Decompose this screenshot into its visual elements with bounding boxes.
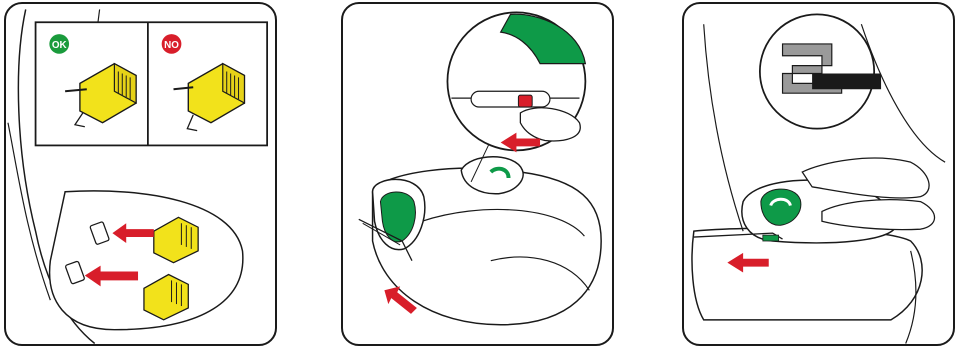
ok-badge: OK: [49, 34, 69, 54]
panel-release-latch: [341, 2, 614, 346]
no-badge-label: NO: [164, 40, 179, 51]
panel-2-illustration: [343, 4, 612, 344]
panel-1-illustration: OK NO: [6, 4, 275, 344]
magnifier-detail-icon: [447, 12, 585, 152]
panel-isofix-connectors: OK NO: [4, 2, 277, 346]
panel-3-illustration: [684, 4, 953, 344]
magnifier-detail-icon: [760, 14, 881, 128]
ok-badge-label: OK: [52, 40, 68, 51]
no-badge: NO: [162, 34, 182, 54]
panel-remove-seat: [682, 2, 955, 346]
